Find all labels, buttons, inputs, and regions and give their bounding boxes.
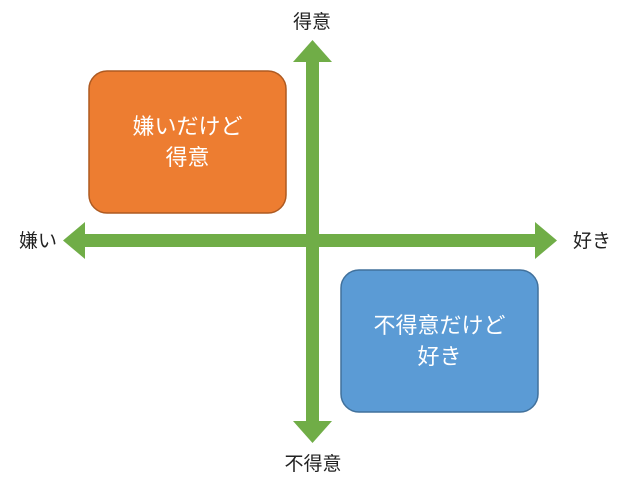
quadrant-box-top-left: 嫌いだけど 得意 <box>88 70 287 214</box>
axis-label-left: 嫌い <box>19 230 57 252</box>
quadrant-top-left-line2: 得意 <box>165 146 209 171</box>
axis-label-right: 好き <box>573 230 611 252</box>
quadrant-bottom-right-line2: 好き <box>417 345 461 370</box>
left-arrowhead <box>63 222 85 259</box>
quadrant-box-bottom-right: 不得意だけど 好き <box>340 269 539 413</box>
axis-label-top: 得意 <box>293 11 331 33</box>
vertical-axis-arrow <box>293 40 332 443</box>
quadrant-box-top-left-shape <box>88 70 287 214</box>
quadrant-top-left-line1: 嫌いだけど <box>132 115 242 140</box>
right-arrowhead <box>535 222 557 259</box>
axis-label-bottom: 不得意 <box>284 453 341 475</box>
quadrant-bottom-right-line1: 不得意だけど <box>373 314 505 339</box>
vertical-axis-shaft <box>306 58 319 424</box>
top-arrowhead <box>293 40 332 62</box>
bottom-arrowhead <box>293 421 332 443</box>
quadrant-box-bottom-right-shape <box>340 269 539 413</box>
